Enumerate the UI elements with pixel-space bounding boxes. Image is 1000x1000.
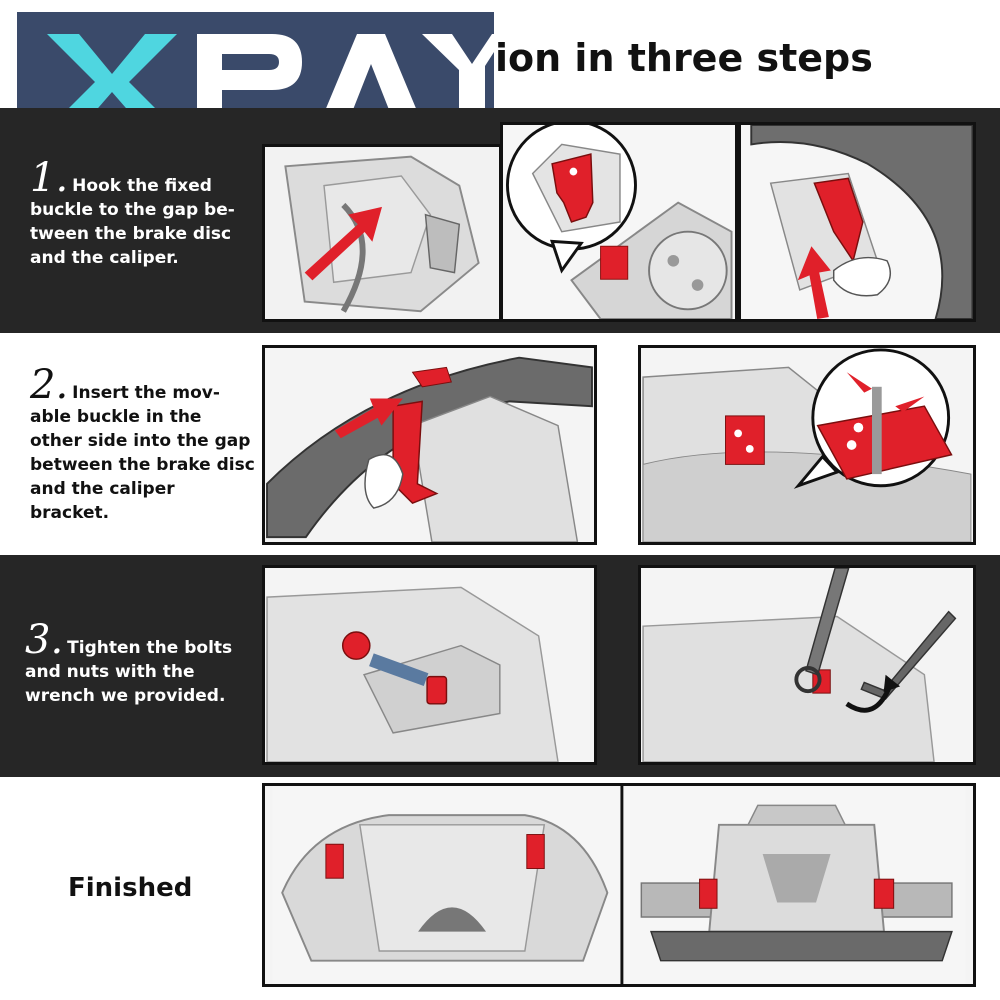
step-1-image-buckle-closeup xyxy=(500,122,738,322)
step-2-description: Insert the mov-able buckle in the other … xyxy=(30,383,255,523)
step-3-image-wrench xyxy=(638,565,976,765)
step-2-number: 2. xyxy=(30,362,69,408)
arrow-icon xyxy=(797,246,831,319)
bolt-icon xyxy=(369,653,429,687)
step-3-number: 3. xyxy=(25,617,64,663)
step-3-image-bolt xyxy=(262,565,597,765)
step-1-description: Hook the fixed buckle to the gap be-twee… xyxy=(30,176,235,268)
wrench-icon xyxy=(794,568,850,694)
step-1-text: 1.Hook the fixed buckle to the gap be-tw… xyxy=(30,158,255,270)
page-title: ion in three steps xyxy=(495,36,873,80)
hand-icon xyxy=(364,454,404,509)
finished-label: Finished xyxy=(68,873,193,903)
hand-icon xyxy=(832,256,891,297)
finished-image xyxy=(262,783,976,987)
step-1-image-caliper xyxy=(262,144,502,322)
hex-key-icon xyxy=(860,610,957,700)
step-3-text: 3.Tighten the bolts and nuts with the wr… xyxy=(25,620,260,708)
step-2-image-closeup xyxy=(638,345,976,545)
step-2-text: 2.Insert the mov-able buckle in the othe… xyxy=(30,365,255,525)
nut-icon xyxy=(341,631,371,660)
step-2-image-insert xyxy=(262,345,597,545)
arrow-icon xyxy=(334,398,403,439)
step-1-number: 1. xyxy=(30,155,69,201)
arrow-icon xyxy=(304,206,382,281)
step-1-image-hand xyxy=(738,122,976,322)
nut-icon xyxy=(426,675,448,705)
step-3-description: Tighten the bolts and nuts with the wren… xyxy=(25,638,233,706)
xpay-logo-mark xyxy=(47,34,494,130)
